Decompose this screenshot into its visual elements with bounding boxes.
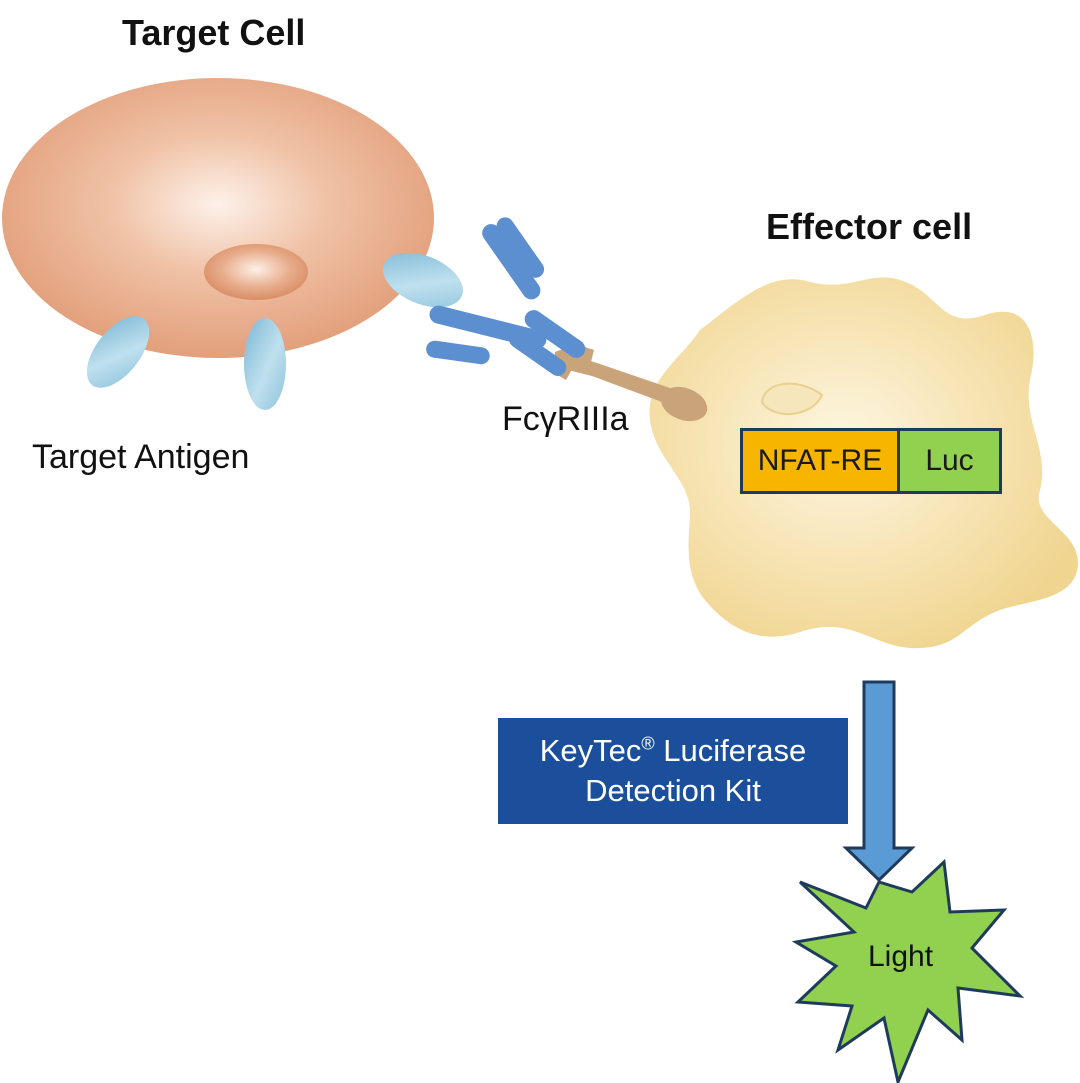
antibody-upper-fab-outer [496, 217, 545, 278]
receptor-label: FcγRIIIa [502, 400, 629, 438]
reporter-construct: NFAT-RE Luc [740, 428, 1002, 494]
antibody-heavy-arm-upper [482, 224, 541, 300]
detection-kit-line1: KeyTec® Luciferase [540, 731, 807, 771]
detection-kit-line1-rest: Luciferase [654, 733, 807, 768]
signal-arrow [842, 680, 916, 883]
reporter-segment: Luc [900, 431, 999, 491]
target-cell-title: Target Cell [122, 12, 306, 53]
target-cell-body [2, 78, 434, 358]
effector-cell-nucleus [760, 382, 824, 415]
antibody [426, 217, 586, 376]
receptor-stalk [568, 356, 690, 412]
antibody-lower-fab-outer [426, 340, 490, 365]
target-cell-nucleus [204, 244, 308, 300]
target-antigen-bound [383, 252, 463, 308]
light-star [791, 858, 1025, 1083]
light-label: Light [868, 940, 934, 973]
registered-mark: ® [641, 733, 655, 754]
antibody-fc-a [524, 310, 586, 358]
detection-kit-box: KeyTec® Luciferase Detection Kit [498, 718, 848, 824]
detection-kit-line2: Detection Kit [585, 773, 761, 808]
target-antigen-bottom [244, 318, 286, 410]
detection-kit-brand: KeyTec [539, 733, 642, 768]
promoter-segment: NFAT-RE [743, 431, 900, 491]
target-antigen-label: Target Antigen [32, 438, 250, 476]
target-antigen-left [86, 316, 150, 388]
effector-cell-title: Effector cell [766, 206, 973, 247]
receptor-anchor [660, 386, 708, 422]
antibody-fc-b [509, 330, 567, 376]
